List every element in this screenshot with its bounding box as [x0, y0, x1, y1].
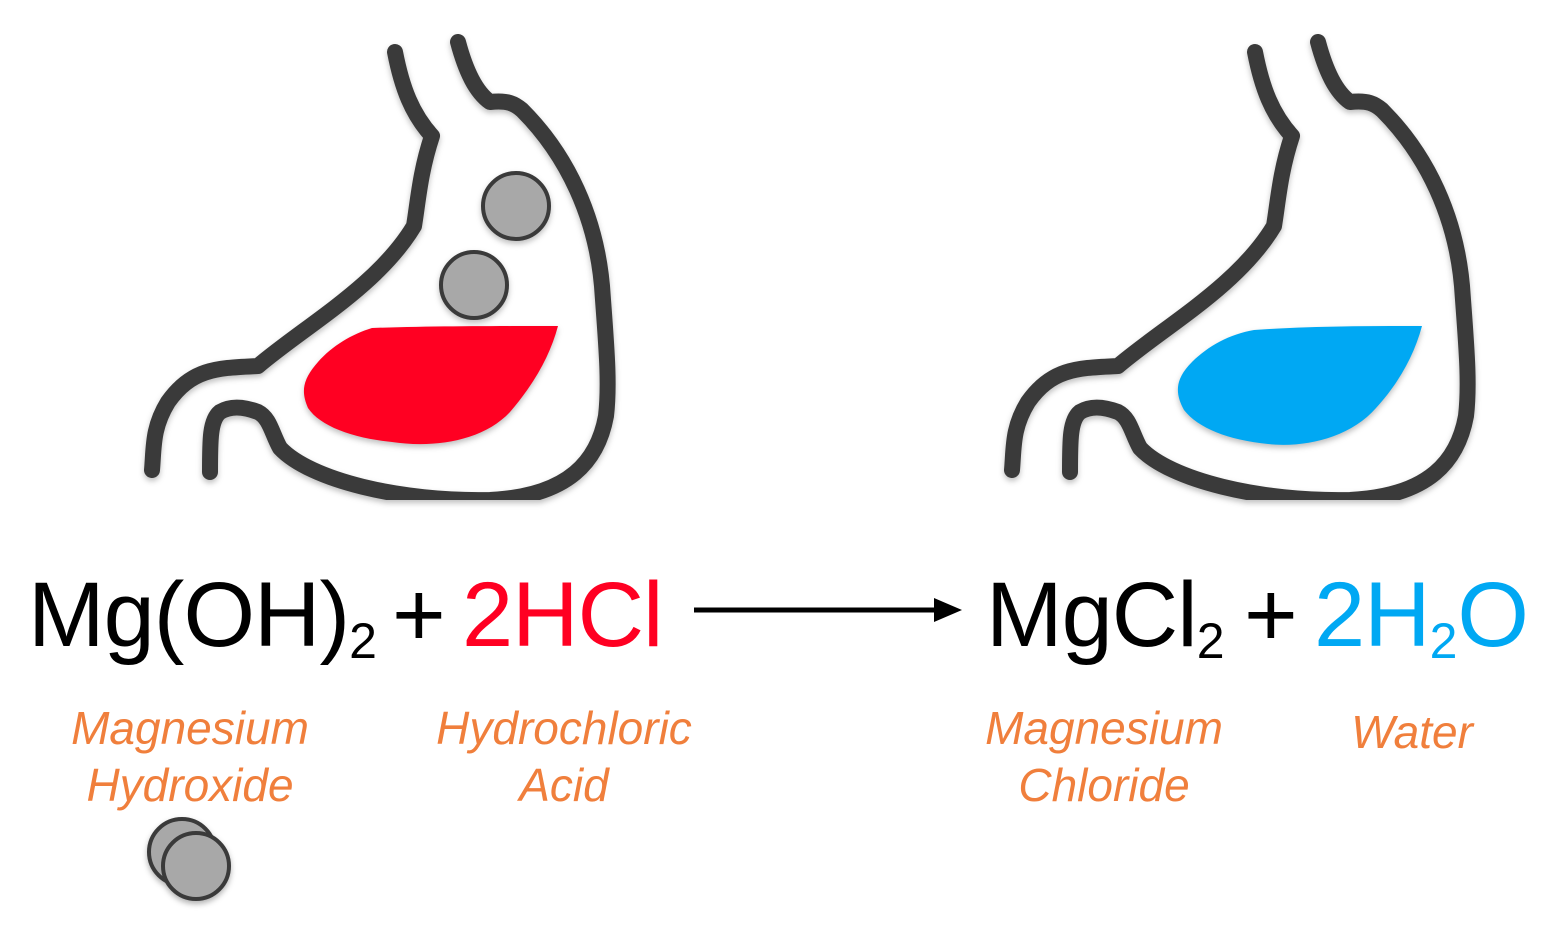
antacid-tablets-icon: [147, 817, 231, 901]
label-line-2: Chloride: [1018, 759, 1190, 811]
label-line-1: Water: [1351, 706, 1473, 758]
formula-hydrochloric-acid: 2HCl: [462, 564, 663, 666]
formula-subscript: 2: [1429, 613, 1458, 669]
stomach-outline: [144, 44, 440, 478]
stomach-with-water-icon: [1004, 34, 1476, 500]
tablet-icon: [439, 250, 509, 320]
label-line-2: Acid: [519, 759, 609, 811]
label-magnesium-chloride: Magnesium Chloride: [944, 700, 1264, 814]
acid-liquid: [303, 326, 558, 445]
label-hydrochloric-acid: Hydrochloric Acid: [404, 700, 724, 814]
formula-main: MgCl: [986, 564, 1198, 666]
plus-sign: +: [1244, 564, 1298, 666]
stomach-outline: [1004, 44, 1300, 478]
formula-subscript: 2: [1196, 613, 1225, 669]
reaction-arrow-icon: [694, 598, 962, 622]
formula-pre: 2H: [1314, 564, 1431, 666]
label-line-2: Hydroxide: [86, 759, 294, 811]
formula-water: 2H2O: [1314, 564, 1529, 679]
label-line-1: Magnesium: [71, 702, 309, 754]
stomach-outline-inner: [202, 34, 616, 500]
formula-post: O: [1457, 564, 1529, 666]
formula-main: Mg(OH): [28, 564, 350, 666]
plus-sign: +: [392, 564, 446, 666]
formula-magnesium-hydroxide: Mg(OH)2: [28, 565, 377, 679]
label-line-1: Hydrochloric: [436, 702, 692, 754]
label-magnesium-hydroxide: Magnesium Hydroxide: [30, 700, 350, 814]
stomach-outline-inner: [1062, 34, 1476, 500]
water-liquid: [1177, 326, 1422, 445]
formula-magnesium-chloride: MgCl2: [986, 565, 1225, 679]
tablet-icon: [481, 171, 551, 241]
formula-main: 2HCl: [462, 564, 663, 666]
label-water: Water: [1252, 704, 1562, 761]
stomach-with-acid-and-tablets-icon: [144, 34, 616, 500]
label-line-1: Magnesium: [985, 702, 1223, 754]
formula-subscript: 2: [349, 613, 377, 669]
